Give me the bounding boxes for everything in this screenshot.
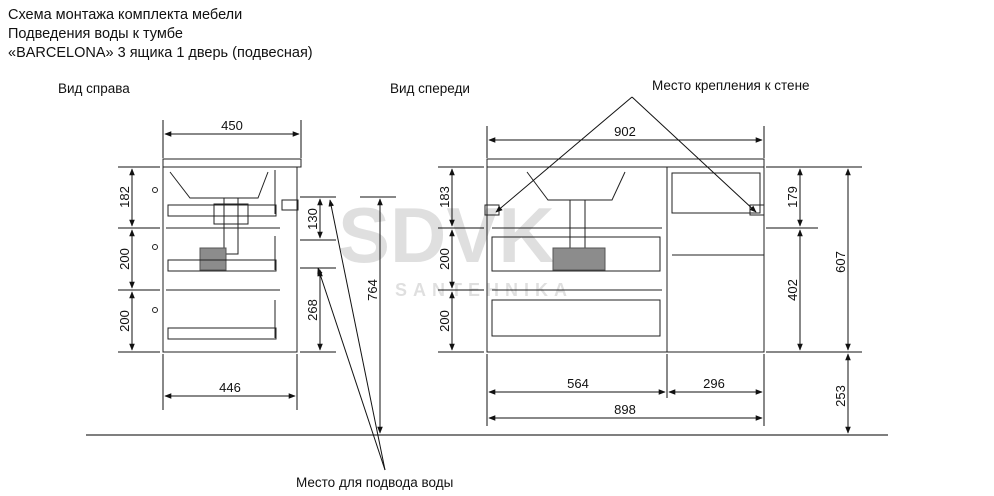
side-sink-bowl — [169, 171, 269, 199]
front-siphon-block — [552, 247, 606, 271]
front-drawer-2 — [491, 236, 661, 272]
front-dim-drawer-2: 200 — [437, 248, 452, 270]
title-line-2: Подведения воды к тумбе — [8, 26, 183, 42]
front-dim-drawer-width: 564 — [567, 376, 589, 391]
title-line-3: «BARCELONA» 3 ящика 1 дверь (подвесная) — [8, 45, 313, 61]
side-countertop — [162, 158, 302, 168]
side-siphon-block — [199, 247, 227, 271]
side-siphon — [213, 203, 249, 225]
side-wall-bracket — [281, 199, 299, 211]
side-dim-drawer-1: 182 — [117, 186, 132, 208]
front-dim-top-width: 902 — [614, 124, 636, 139]
wall-mount-callout: Место крепления к стене — [652, 78, 810, 93]
side-handle-3 — [152, 307, 158, 313]
front-dim-drawer-3: 200 — [437, 310, 452, 332]
side-drain-pipe — [223, 197, 239, 255]
front-countertop — [486, 158, 765, 168]
front-dim-cabinet-height: 607 — [833, 251, 848, 273]
front-view-drawing — [484, 158, 765, 353]
side-handle-2 — [152, 244, 158, 250]
side-cabinet-body — [162, 166, 298, 353]
front-dim-bottom-width: 898 — [614, 402, 636, 417]
side-dim-total-height: 764 — [365, 279, 380, 301]
callout-leaders — [317, 96, 757, 471]
side-drawer-3-rail — [167, 327, 277, 340]
side-dim-drawer-2: 200 — [117, 248, 132, 270]
side-handle-1 — [152, 187, 158, 193]
side-dimensions — [118, 120, 396, 434]
side-dim-mount-height: 130 — [305, 208, 320, 230]
side-view-drawing — [152, 158, 302, 353]
side-dim-bottom-width: 446 — [219, 380, 241, 395]
front-dim-floor-clearance: 253 — [833, 385, 848, 407]
side-dim-top-width: 450 — [221, 118, 243, 133]
water-supply-callout: Место для подвода воды — [296, 475, 453, 490]
front-dim-door-width: 296 — [703, 376, 725, 391]
front-cabinet-body — [486, 166, 765, 353]
front-door-upper-panel — [671, 172, 761, 214]
side-view-label: Вид справа — [58, 81, 130, 96]
front-dim-door-top: 179 — [785, 186, 800, 208]
side-dim-drawer-3: 200 — [117, 310, 132, 332]
front-drawer-3 — [491, 299, 661, 337]
side-drawer-1-rail — [167, 204, 277, 217]
watermark: SDVK SANTEHNIKA — [338, 191, 567, 300]
side-drawer-2-rail — [167, 259, 277, 272]
side-dim-water-height: 268 — [305, 299, 320, 321]
title-line-1: Схема монтажа комплекта мебели — [8, 7, 243, 23]
front-dim-drawer-1: 183 — [437, 186, 452, 208]
watermark-brand: SDVK — [338, 191, 555, 279]
front-dimensions — [438, 126, 862, 434]
front-view-label: Вид спереди — [390, 81, 470, 96]
front-dim-door-height: 402 — [785, 279, 800, 301]
diagram-title: Схема монтажа комплекта мебели Подведени… — [8, 6, 313, 63]
